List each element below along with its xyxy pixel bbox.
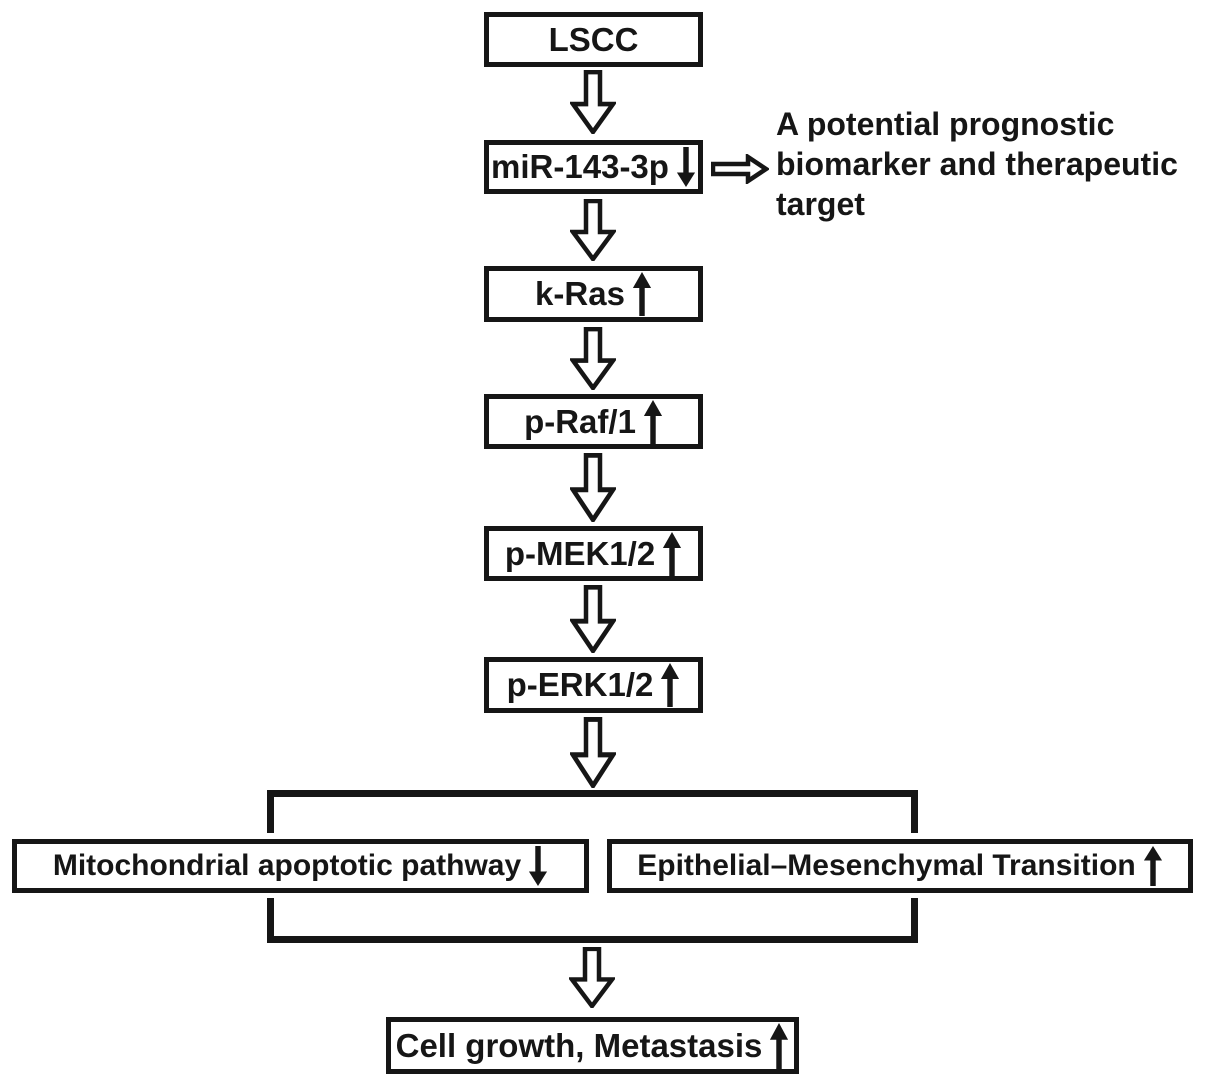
node-mir-label: miR-143-3p bbox=[491, 148, 669, 185]
node-p-raf-1: p-Raf/1 bbox=[484, 394, 703, 449]
flow-down-arrow-3 bbox=[570, 327, 616, 390]
node-perk-label: p-ERK1/2 bbox=[506, 666, 654, 703]
flow-down-arrow-4 bbox=[570, 453, 616, 522]
down-trend-icon bbox=[529, 846, 548, 886]
merge-bracket-left-stub bbox=[267, 898, 274, 943]
flow-down-arrow-7 bbox=[569, 947, 615, 1008]
merge-bracket-bottom-line bbox=[267, 936, 918, 943]
node-emt-label: Epithelial–Mesenchymal Transition bbox=[637, 849, 1136, 882]
node-p-erk-1-2: p-ERK1/2 bbox=[484, 657, 703, 713]
node-k-ras: k-Ras bbox=[484, 266, 703, 322]
flow-right-arrow bbox=[711, 154, 769, 184]
up-trend-icon bbox=[663, 531, 682, 576]
node-kras-label: k-Ras bbox=[535, 275, 625, 312]
flow-down-arrow-2 bbox=[570, 199, 616, 261]
up-trend-icon bbox=[770, 1022, 789, 1069]
flow-down-arrow-6 bbox=[570, 717, 616, 788]
flow-down-arrow-5 bbox=[570, 585, 616, 653]
annotation-line-2: biomarker and therapeutic bbox=[776, 146, 1178, 182]
annotation-line-1: A potential prognostic bbox=[776, 106, 1115, 142]
node-praf-label: p-Raf/1 bbox=[524, 402, 636, 440]
node-pmek-label: p-MEK1/2 bbox=[504, 534, 656, 572]
branch-bracket-top-line bbox=[267, 790, 918, 797]
node-mito-label: Mitochondrial apoptotic pathway bbox=[52, 849, 522, 882]
node-mir-143-3p: miR-143-3p bbox=[484, 140, 703, 194]
up-trend-icon bbox=[1143, 846, 1162, 886]
up-trend-icon bbox=[643, 399, 663, 444]
flow-down-arrow-1 bbox=[570, 70, 616, 134]
node-lscc-label: LSCC bbox=[548, 20, 639, 58]
node-growth-label: Cell growth, Metastasis bbox=[395, 1026, 763, 1064]
merge-bracket-right-stub bbox=[911, 898, 918, 943]
annotation-line-3: target bbox=[776, 186, 865, 222]
node-cell-growth-metastasis: Cell growth, Metastasis bbox=[386, 1017, 799, 1074]
annotation-text: A potential prognostic biomarker and the… bbox=[776, 104, 1205, 224]
up-trend-icon bbox=[661, 663, 680, 707]
node-epithelial-mesenchymal-transition: Epithelial–Mesenchymal Transition bbox=[607, 839, 1193, 893]
node-p-mek-1-2: p-MEK1/2 bbox=[484, 526, 703, 581]
branch-bracket-top-right-stub bbox=[911, 790, 918, 833]
branch-bracket-top-left-stub bbox=[267, 790, 274, 833]
down-trend-icon bbox=[676, 147, 696, 187]
node-mitochondrial-apoptotic-pathway: Mitochondrial apoptotic pathway bbox=[12, 839, 589, 893]
node-lscc: LSCC bbox=[484, 12, 703, 67]
up-trend-icon bbox=[632, 272, 652, 316]
